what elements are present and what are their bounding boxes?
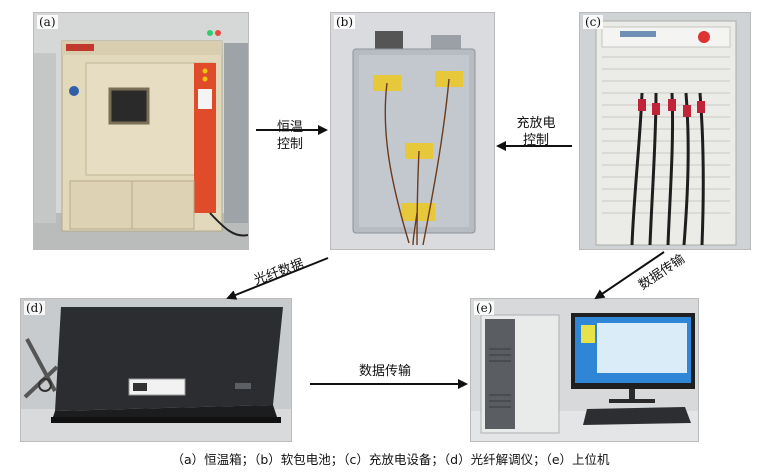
connector-label-thermostatic-control: 恒温 控制	[264, 119, 316, 153]
panel-label-b: (b)	[334, 15, 356, 29]
photo-pouch-battery: (b)	[330, 12, 495, 250]
photo-charge-discharge-equipment: (c)	[579, 12, 751, 250]
figure-caption: （a）恒温箱；（b）软包电池；（c）充放电设备；（d）光纤解调仪；（e）上位机	[171, 452, 610, 467]
panel-label-e: (e)	[474, 301, 495, 315]
connector-label-charge-discharge-control: 充放电 控制	[507, 115, 565, 149]
arrow-b-to-d	[226, 257, 329, 300]
photo-thermostatic-chamber: (a)	[33, 12, 249, 250]
photo-fiber-demodulator: (d)	[20, 298, 292, 442]
host-computer-illustration	[471, 299, 698, 441]
connector-line-2: 控制	[522, 133, 549, 148]
photo-host-computer: (e)	[470, 298, 699, 442]
connector-line-2: 控制	[276, 137, 303, 152]
thermostatic-chamber-illustration	[34, 13, 248, 249]
panel-label-d: (d)	[24, 301, 46, 315]
connector-line-1: 充放电	[516, 116, 556, 131]
connector-line-1: 恒温	[276, 120, 303, 135]
arrow-c-to-e	[594, 251, 665, 300]
panel-label-c: (c)	[583, 15, 604, 29]
connector-label-data-transfer-d-e: 数据传输	[358, 364, 411, 379]
panel-label-a: (a)	[37, 15, 58, 29]
charge-discharge-equipment-illustration	[580, 13, 750, 249]
pouch-battery-illustration	[331, 13, 494, 249]
fiber-demodulator-illustration	[21, 299, 291, 441]
